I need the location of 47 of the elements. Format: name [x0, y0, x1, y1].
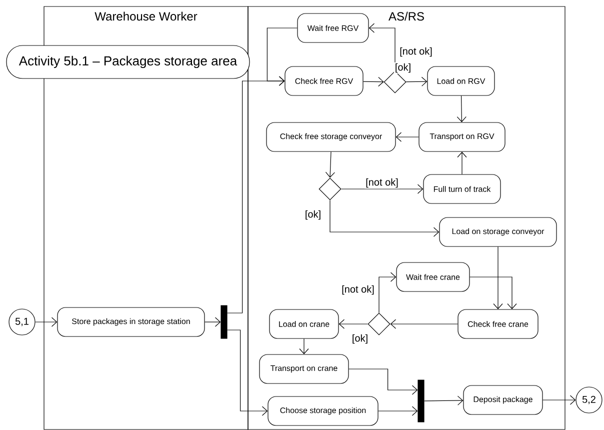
action-box: Check free storage conveyor — [266, 122, 396, 152]
edge-label: [not ok] — [364, 177, 400, 189]
activity-title: Activity 5b.1 – Packages storage area — [6, 45, 250, 79]
action-box: Wait free RGV — [297, 13, 369, 43]
arrow — [266, 28, 298, 86]
arrow — [299, 338, 309, 354]
edge-label: [ok] — [304, 209, 322, 221]
action-box: Load on RGV — [427, 66, 495, 96]
arrow — [457, 152, 467, 174]
arrow — [470, 276, 517, 310]
sync-bar — [220, 305, 228, 339]
arrow — [378, 272, 396, 313]
arrow — [204, 317, 221, 327]
edge-label: [not ok] — [398, 46, 434, 58]
action-box: Full turn of track — [423, 174, 501, 204]
action-box: Transport on crane — [259, 354, 349, 384]
action-box: Check free crane — [458, 309, 538, 339]
action-box: Load on crane — [269, 309, 339, 339]
action-box: Store packages in storage station — [57, 307, 205, 337]
arrow — [35, 317, 58, 327]
arrow — [363, 76, 384, 87]
arrow — [406, 76, 428, 86]
arrow — [542, 395, 576, 405]
edge-label: [not ok] — [340, 284, 376, 296]
action-box: Transport on RGV — [418, 122, 506, 152]
arrow — [390, 319, 458, 329]
action-box: Wait free crane — [396, 262, 470, 292]
arrow — [396, 132, 419, 142]
edge-label: [ok] — [350, 333, 370, 345]
arrow — [338, 319, 368, 329]
arrow — [493, 246, 503, 310]
action-box: Check free RGV — [284, 66, 364, 96]
action-box: Choose storage position — [268, 396, 378, 426]
decision-diamond — [368, 312, 390, 336]
arrow — [330, 200, 440, 237]
sync-bar — [418, 380, 424, 422]
arrow — [227, 330, 268, 416]
decision-diamond — [318, 178, 342, 200]
action-box: Deposit package — [463, 385, 543, 415]
action-box: Load on storage conveyor — [439, 217, 557, 247]
arrow — [348, 368, 418, 395]
arrow — [378, 406, 418, 416]
edge-label: [ok] — [394, 62, 412, 74]
arrow — [341, 184, 424, 194]
arrow — [424, 396, 464, 406]
arrow — [325, 152, 335, 178]
arrow — [456, 96, 466, 122]
